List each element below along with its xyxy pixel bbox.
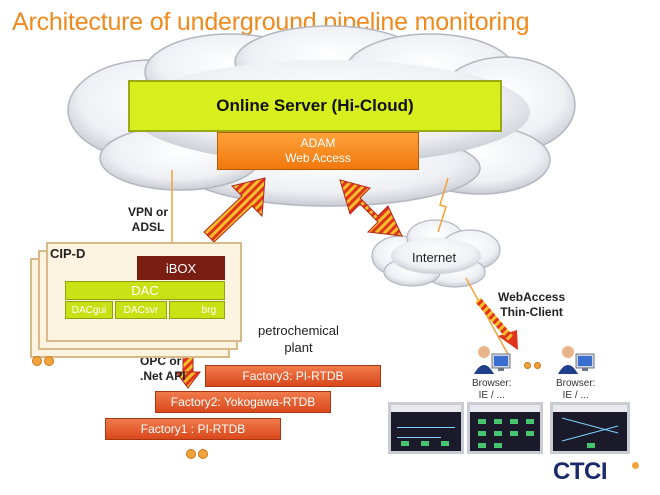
arrow-cipd-adam (203, 177, 266, 243)
page-title: Architecture of underground pipeline mon… (12, 8, 530, 36)
dacgui-box: DACgui (65, 301, 113, 319)
screenshot-thumbnail (388, 402, 464, 454)
screenshot-thumbnail (550, 402, 630, 454)
ibox-box: iBOX (137, 256, 225, 280)
lightning-line (437, 177, 449, 233)
cipd-label: CIP-D (50, 246, 86, 261)
thin-client-line (465, 277, 511, 359)
user-pc-icon (558, 346, 595, 374)
online-server-box: Online Server (Hi-Cloud) (128, 80, 502, 132)
web-access-label: Web Access (285, 151, 351, 165)
ellipsis-dot (32, 356, 42, 366)
dacsvr-box: DACsvr (115, 301, 167, 319)
browser-label-line1: Browser: (472, 378, 512, 389)
ctci-logo: CTCI (553, 458, 608, 485)
plant-label: petrochemical plant (258, 322, 339, 356)
ellipsis-dot (534, 362, 541, 369)
arrow-adam-internet (339, 179, 403, 237)
webaccess-label: WebAccess Thin-Client (498, 290, 565, 320)
factory2-box: Factory2: Yokogawa-RTDB (155, 391, 331, 413)
factory3-box: Factory3: PI-RTDB (205, 365, 381, 387)
vpn-label-line2: ADSL (131, 220, 165, 234)
browser-label: Browser: IE / ... (556, 378, 595, 402)
internet-label: Internet (412, 250, 457, 265)
user-pc-icon (474, 346, 511, 374)
webaccess-label-line2: Thin-Client (500, 305, 563, 319)
cloud-internet (371, 219, 501, 288)
brg-box: brg (169, 301, 225, 319)
opc-label: OPC or .Net API (140, 354, 186, 384)
ellipsis-dot (198, 449, 208, 459)
ellipsis-dot (186, 449, 196, 459)
opc-label-line2: .Net API (140, 369, 186, 383)
vpn-label-line1: VPN or (128, 205, 169, 219)
browser-label-line2: IE / ... (478, 390, 505, 401)
dac-box: DAC (65, 281, 225, 300)
browser-label: Browser: IE / ... (472, 378, 511, 402)
ellipsis-dot (524, 362, 531, 369)
ellipsis-dot (44, 356, 54, 366)
adam-label: ADAM (300, 136, 336, 150)
plant-label-line2: plant (284, 340, 313, 355)
adam-web-access-box: ADAM Web Access (217, 132, 419, 170)
vpn-label: VPN or ADSL (128, 205, 168, 235)
factory1-box: Factory1 : PI-RTDB (105, 418, 281, 440)
browser-label-line1: Browser: (556, 378, 596, 389)
arrow-thin-client (475, 297, 518, 350)
webaccess-label-line1: WebAccess (498, 290, 566, 304)
browser-label-line2: IE / ... (562, 390, 589, 401)
logo-dot (632, 462, 639, 469)
screenshot-thumbnail (467, 402, 543, 454)
plant-label-line1: petrochemical (258, 323, 339, 338)
